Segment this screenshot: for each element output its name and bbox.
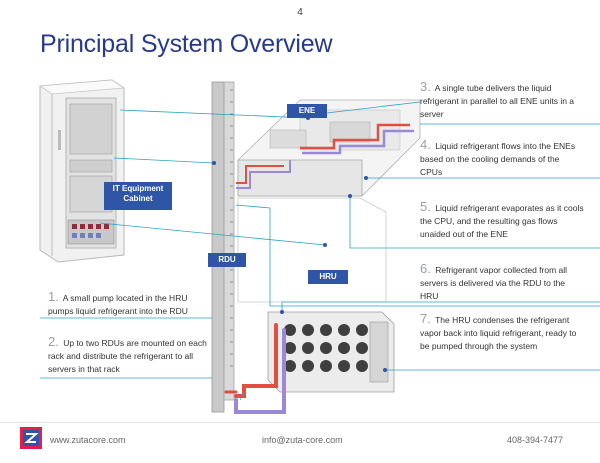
rdu-tag: RDU <box>208 253 246 267</box>
server-tray-illustration <box>236 99 421 197</box>
footer-website-link[interactable]: www.zutacore.com <box>50 435 126 445</box>
callout-6-text: Refrigerant vapor collected from all ser… <box>420 265 568 301</box>
callout-1-number: 1. <box>48 289 59 304</box>
page-number: 4 <box>297 7 303 18</box>
callout-5: 5. Liquid refrigerant evaporates as it c… <box>420 200 585 241</box>
it-cabinet-tag: IT Equipment Cabinet <box>104 182 172 210</box>
server-rack-outline-illustration <box>237 197 387 303</box>
it-cabinet-tag-line1: IT Equipment <box>112 184 164 193</box>
callout-4: 4. Liquid refrigerant flows into the ENE… <box>420 138 580 179</box>
callout-3: 3. A single tube delivers the liquid ref… <box>420 80 580 121</box>
zutacore-logo-icon <box>20 427 42 449</box>
callout-7: 7. The HRU condenses the refrigerant vap… <box>420 312 580 353</box>
callout-5-number: 5. <box>420 199 431 214</box>
callout-3-number: 3. <box>420 79 431 94</box>
callout-3-text: A single tube delivers the liquid refrig… <box>420 83 575 119</box>
refrigerant-piping <box>224 323 286 414</box>
footer: www.zutacore.com info@zuta-core.com 408-… <box>0 422 600 463</box>
callout-5-text: Liquid refrigerant evaporates as it cool… <box>420 203 584 239</box>
callout-1-text: A small pump located in the HRU pumps li… <box>48 293 188 316</box>
callout-2-text: Up to two RDUs are mounted on each rack … <box>48 338 207 374</box>
it-cabinet-tag-line2: Cabinet <box>123 194 153 203</box>
hru-unit-illustration <box>267 311 395 393</box>
hru-tag: HRU <box>308 270 348 284</box>
callout-4-number: 4. <box>420 137 431 152</box>
footer-phone: 408-394-7477 <box>507 435 564 445</box>
footer-divider <box>0 422 600 423</box>
callout-6: 6. Refrigerant vapor collected from all … <box>420 262 585 303</box>
callout-1: 1. A small pump located in the HRU pumps… <box>48 290 208 318</box>
it-equipment-cabinet-illustration <box>38 79 126 263</box>
footer-email-link[interactable]: info@zuta-core.com <box>262 435 343 445</box>
callout-2: 2. Up to two RDUs are mounted on each ra… <box>48 335 216 376</box>
callout-6-number: 6. <box>420 261 431 276</box>
callout-7-number: 7. <box>420 311 431 326</box>
callout-2-number: 2. <box>48 334 59 349</box>
callout-leader-lines <box>40 101 600 401</box>
callout-7-text: The HRU condenses the refrigerant vapor … <box>420 315 577 351</box>
ene-tag: ENE <box>287 104 327 118</box>
callout-4-text: Liquid refrigerant flows into the ENEs b… <box>420 141 576 177</box>
page-title: Principal System Overview <box>40 30 333 58</box>
